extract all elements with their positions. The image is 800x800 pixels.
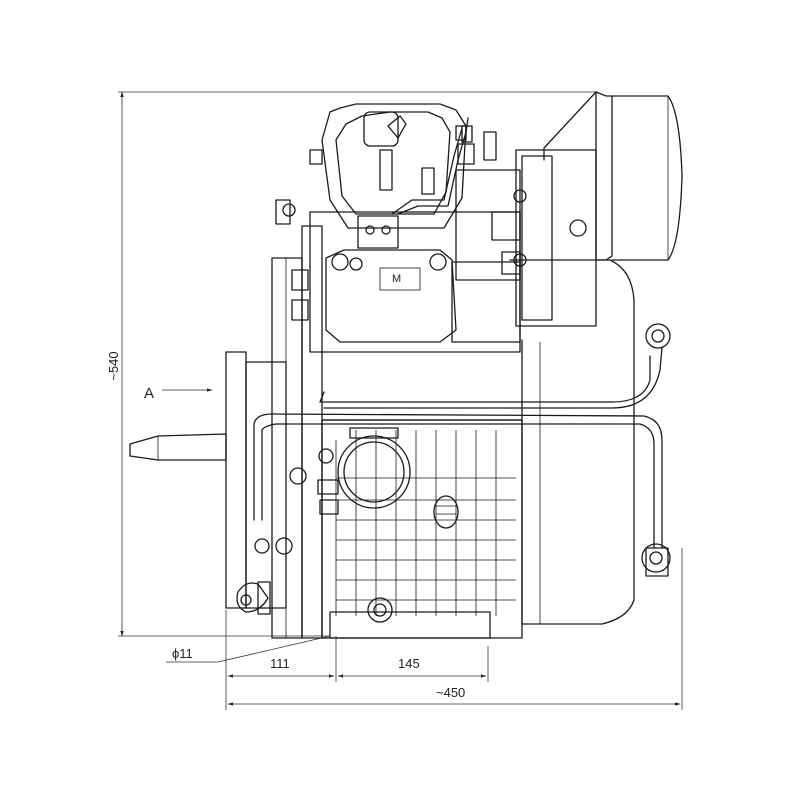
- cylinder-head: [309, 103, 521, 353]
- fan-housing: [509, 259, 635, 625]
- output-shaft: [129, 433, 227, 461]
- shaft-diameter-dimension: ϕ11: [166, 635, 331, 663]
- fuel-tap: [236, 581, 271, 615]
- oil-filler-cap: [337, 427, 411, 509]
- nameplate-mark: M: [392, 273, 401, 285]
- injector-block: M: [325, 215, 457, 343]
- dipstick-knob: [433, 495, 459, 529]
- view-a-marker: A: [144, 385, 213, 402]
- drain-plug: [367, 597, 393, 623]
- crankcase: [321, 419, 523, 639]
- shaft-diameter-label: ϕ11: [172, 646, 193, 661]
- lifting-frame: [253, 323, 671, 577]
- cooling-fins: [335, 430, 516, 616]
- front-bolts: [254, 448, 339, 555]
- overall-width-label: ~450: [436, 685, 465, 700]
- height-dimension: ~540: [106, 91, 598, 637]
- offset-mid-label: 145: [398, 656, 420, 671]
- intake-housing: [513, 149, 597, 327]
- front-flange: [225, 199, 323, 639]
- air-cleaner: [543, 91, 683, 261]
- offset-left-label: 111: [270, 656, 290, 671]
- horizontal-dimensions: 111 145 ~450: [225, 548, 683, 710]
- height-dimension-label: ~540: [106, 351, 121, 380]
- view-a-label: A: [144, 385, 154, 402]
- cylinder-barrel: [451, 169, 521, 343]
- head-bolts: [309, 125, 497, 165]
